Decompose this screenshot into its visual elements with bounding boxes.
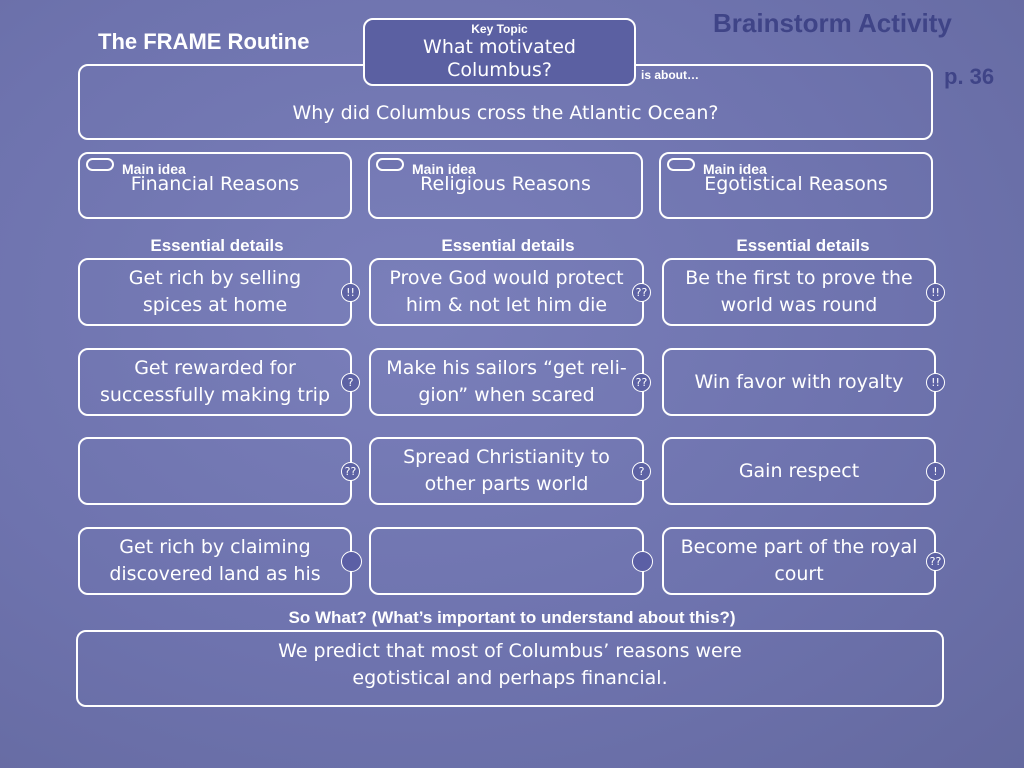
main-idea-text: Egotistical Reasons xyxy=(704,173,888,195)
so-what-text: We predict that most of Columbus’ reason… xyxy=(278,639,742,689)
detail-box: Be the first to prove the world was roun… xyxy=(662,258,936,326)
key-topic-box: Key Topic What motivated Columbus? xyxy=(363,18,636,86)
rating-mark xyxy=(341,551,362,572)
rating-mark: !! xyxy=(341,283,360,302)
detail-text: Get rich by selling spices at home xyxy=(128,267,302,316)
detail-text: Win favor with royalty xyxy=(694,370,904,393)
detail-box: Get rich by claiming discovered land as … xyxy=(78,527,352,595)
so-what-label: So What? (What’s important to understand… xyxy=(288,608,736,627)
main-idea-text: Financial Reasons xyxy=(130,173,300,195)
routine-title: The FRAME Routine xyxy=(98,29,310,54)
rating-mark xyxy=(632,551,653,572)
detail-text: Become part of the royal court xyxy=(680,536,918,585)
detail-text: Gain respect xyxy=(738,459,860,482)
rating-mark: ? xyxy=(632,462,651,481)
detail-text: Make his sailors “get reli-gion” when sc… xyxy=(386,357,627,406)
main-idea-label: Main idea xyxy=(412,161,476,177)
rating-mark: ? xyxy=(341,373,360,392)
so-what-box: We predict that most of Columbus’ reason… xyxy=(76,630,944,707)
rating-mark: ! xyxy=(926,462,945,481)
main-idea-marker xyxy=(376,158,404,171)
detail-box xyxy=(369,527,644,595)
detail-text: Prove God would protect him & not let hi… xyxy=(389,267,624,316)
main-idea-religious: Main idea Religious Reasons xyxy=(368,152,643,219)
rating-mark: ?? xyxy=(632,283,651,302)
detail-box: Win favor with royalty xyxy=(662,348,936,416)
detail-text: Spread Christianity to other parts world xyxy=(403,446,610,495)
detail-text: Be the first to prove the world was roun… xyxy=(685,267,913,316)
essential-details-heading: Essential details xyxy=(441,236,575,255)
detail-box: Get rich by selling spices at home xyxy=(78,258,352,326)
is-about-label: is about… xyxy=(641,68,700,82)
main-idea-financial: Main idea Financial Reasons xyxy=(78,152,352,219)
detail-text: Get rich by claiming discovered land as … xyxy=(109,536,321,585)
detail-box: Make his sailors “get reli-gion” when sc… xyxy=(369,348,644,416)
main-idea-text: Religious Reasons xyxy=(420,173,591,195)
detail-box: Get rewarded for successfully making tri… xyxy=(78,348,352,416)
detail-box: Spread Christianity to other parts world xyxy=(369,437,644,505)
key-topic-text: What motivated Columbus? xyxy=(423,36,576,81)
detail-box: Gain respect xyxy=(662,437,936,505)
main-idea-egotistical: Main idea Egotistical Reasons xyxy=(659,152,933,219)
rating-mark: ?? xyxy=(926,552,945,571)
main-idea-label: Main idea xyxy=(122,161,186,177)
essential-details-heading: Essential details xyxy=(150,236,284,255)
rating-mark: ?? xyxy=(632,373,651,392)
key-topic-label: Key Topic xyxy=(471,22,528,36)
main-idea-marker xyxy=(86,158,114,171)
rating-mark: !! xyxy=(926,283,945,302)
rating-mark: ?? xyxy=(341,462,360,481)
main-idea-marker xyxy=(667,158,695,171)
activity-title: Brainstorm Activity xyxy=(713,8,952,38)
detail-box xyxy=(78,437,352,505)
main-idea-label: Main idea xyxy=(703,161,767,177)
detail-box: Prove God would protect him & not let hi… xyxy=(369,258,644,326)
essential-details-heading: Essential details xyxy=(736,236,870,255)
rating-mark: !! xyxy=(926,373,945,392)
detail-box: Become part of the royal court xyxy=(662,527,936,595)
page-reference: p. 36 xyxy=(944,64,995,89)
is-about-text: Why did Columbus cross the Atlantic Ocea… xyxy=(292,101,719,124)
detail-text: Get rewarded for successfully making tri… xyxy=(99,357,331,406)
